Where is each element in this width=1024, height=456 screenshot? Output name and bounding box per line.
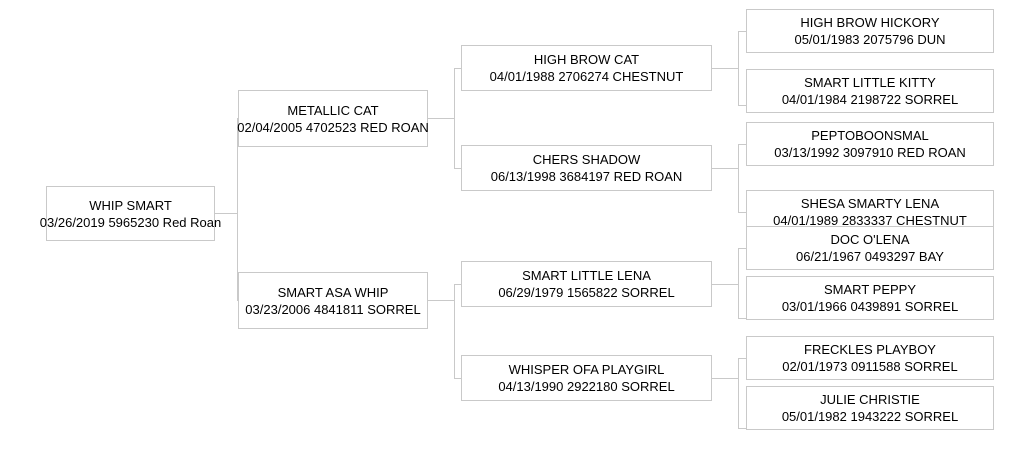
node-details: 03/01/1966 0439891 SORREL xyxy=(781,299,959,314)
pedigree-node-ss-dam[interactable]: SMART LITTLE KITTY 04/01/1984 2198722 SO… xyxy=(746,69,994,113)
node-name: WHISPER OFA PLAYGIRL xyxy=(508,362,665,377)
connector-ss-out xyxy=(712,68,738,69)
node-name: METALLIC CAT xyxy=(287,102,379,118)
connector-gen4-dsd-in xyxy=(738,318,746,319)
node-name: SMART LITTLE LENA xyxy=(522,268,651,283)
node-name: HIGH BROW HICKORY xyxy=(800,15,940,30)
connector-sd-out xyxy=(712,168,738,169)
connector-dam-out xyxy=(428,300,454,301)
pedigree-node-ss-sire[interactable]: HIGH BROW HICKORY 05/01/1983 2075796 DUN xyxy=(746,9,994,53)
connector-gen3-dd-in xyxy=(454,378,461,379)
node-name: SMART PEPPY xyxy=(824,282,916,297)
connector-gen4-dds-in xyxy=(738,358,746,359)
pedigree-node-sire[interactable]: METALLIC CAT 02/04/2005 4702523 RED ROAN xyxy=(237,90,429,147)
node-name: DOC O'LENA xyxy=(830,232,910,247)
pedigree-node-subject[interactable]: WHIP SMART 03/26/2019 5965230 Red Roan xyxy=(40,186,221,241)
pedigree-node-ds-sire[interactable]: DOC O'LENA 06/21/1967 0493297 BAY xyxy=(746,226,994,270)
connector-dd-out xyxy=(712,378,738,379)
pedigree-node-dd-dam[interactable]: JULIE CHRISTIE 05/01/1982 1943222 SORREL xyxy=(746,386,994,430)
node-name: WHIP SMART xyxy=(89,197,172,213)
node-details: 03/13/1992 3097910 RED ROAN xyxy=(774,145,966,160)
connector-gen4-ddd-in xyxy=(738,428,746,429)
pedigree-node-sire-dam[interactable]: CHERS SHADOW 06/13/1998 3684197 RED ROAN xyxy=(461,145,712,191)
pedigree-node-sire-sire[interactable]: HIGH BROW CAT 04/01/1988 2706274 CHESTNU… xyxy=(461,45,712,91)
node-name: HIGH BROW CAT xyxy=(533,52,640,67)
connector-sire-out xyxy=(428,118,454,119)
node-name: SHESA SMARTY LENA xyxy=(800,196,940,211)
node-details: 03/26/2019 5965230 Red Roan xyxy=(39,214,222,230)
node-details: 04/01/1989 2833337 CHESTNUT xyxy=(773,213,967,228)
node-name: PEPTOBOONSMAL xyxy=(811,128,929,143)
connector-gen4-sds-in xyxy=(738,144,746,145)
pedigree-node-ds-dam[interactable]: SMART PEPPY 03/01/1966 0439891 SORREL xyxy=(746,276,994,320)
pedigree-node-dam-sire[interactable]: SMART LITTLE LENA 06/29/1979 1565822 SOR… xyxy=(461,261,712,307)
connector-gen4-ssd-in xyxy=(738,105,746,106)
connector-gen4-sdd-in xyxy=(738,212,746,213)
connector-gen4-ds-spine xyxy=(738,248,739,318)
node-details: 04/01/1988 2706274 CHESTNUT xyxy=(489,69,684,84)
connector-gen4-sd-spine xyxy=(738,144,739,212)
node-details: 04/13/1990 2922180 SORREL xyxy=(498,379,675,394)
connector-ds-out xyxy=(712,284,738,285)
node-details: 02/01/1973 0911588 SORREL xyxy=(782,359,958,374)
pedigree-node-dd-sire[interactable]: FRECKLES PLAYBOY 02/01/1973 0911588 SORR… xyxy=(746,336,994,380)
node-name: CHERS SHADOW xyxy=(532,152,641,167)
node-details: 03/23/2006 4841811 SORREL xyxy=(245,301,421,317)
connector-gen3-sire-spine xyxy=(454,68,455,168)
pedigree-node-dam-dam[interactable]: WHISPER OFA PLAYGIRL 04/13/1990 2922180 … xyxy=(461,355,712,401)
node-details: 02/04/2005 4702523 RED ROAN xyxy=(237,119,429,135)
pedigree-node-sd-sire[interactable]: PEPTOBOONSMAL 03/13/1992 3097910 RED ROA… xyxy=(746,122,994,166)
node-name: JULIE CHRISTIE xyxy=(820,392,920,407)
connector-gen4-ss-spine xyxy=(738,31,739,105)
connector-gen3-dam-spine xyxy=(454,284,455,378)
node-details: 06/13/1998 3684197 RED ROAN xyxy=(490,169,683,184)
node-name: SMART LITTLE KITTY xyxy=(804,75,936,90)
connector-gen2-spine xyxy=(237,118,238,300)
connector-subject-out xyxy=(215,213,237,214)
connector-gen3-ss-in xyxy=(454,68,461,69)
connector-gen4-dd-spine xyxy=(738,358,739,428)
node-name: FRECKLES PLAYBOY xyxy=(804,342,936,357)
pedigree-node-dam[interactable]: SMART ASA WHIP 03/23/2006 4841811 SORREL xyxy=(238,272,428,329)
node-name: SMART ASA WHIP xyxy=(277,284,389,300)
node-details: 06/29/1979 1565822 SORREL xyxy=(498,285,675,300)
connector-gen4-dss-in xyxy=(738,248,746,249)
node-details: 04/01/1984 2198722 SORREL xyxy=(781,92,959,107)
connector-gen4-sss-in xyxy=(738,31,746,32)
node-details: 05/01/1983 2075796 DUN xyxy=(794,32,946,47)
node-details: 05/01/1982 1943222 SORREL xyxy=(781,409,959,424)
connector-gen3-sd-in xyxy=(454,168,461,169)
node-details: 06/21/1967 0493297 BAY xyxy=(796,249,944,264)
connector-gen3-ds-in xyxy=(454,284,461,285)
